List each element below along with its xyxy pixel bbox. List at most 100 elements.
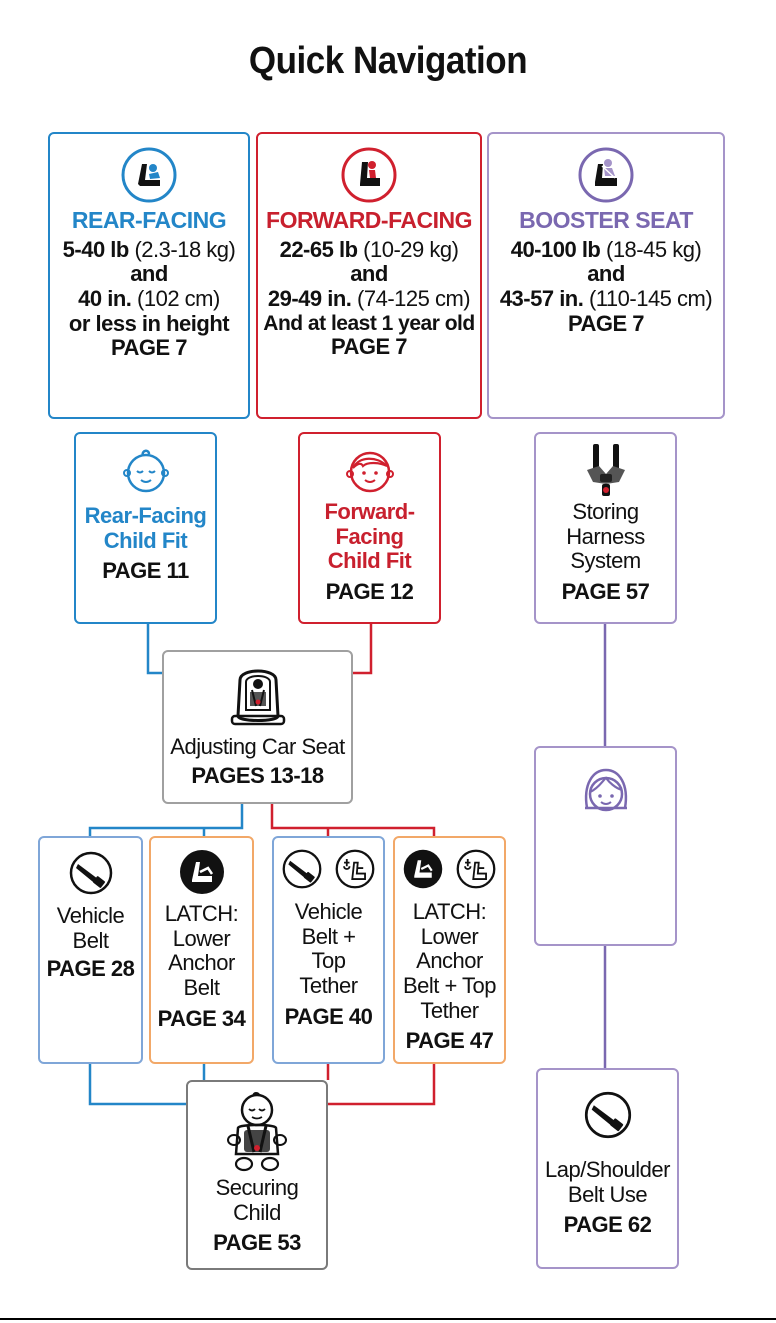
booster-height-main: 43-57 in. <box>499 286 584 311</box>
child-face-icon <box>345 451 394 493</box>
forward-weight-main: 22-65 lb <box>279 236 358 262</box>
forward-and: and <box>350 261 388 287</box>
connector-latch-tether-securing <box>326 1064 436 1106</box>
booster-height-metric: (110-145 cm) <box>588 286 713 311</box>
vehicle-belt-page: PAGE 28 <box>46 956 135 982</box>
booster-page: PAGE 7 <box>567 310 645 336</box>
vehicle-belt-card[interactable]: Vehicle Belt PAGE 28 <box>38 836 143 1064</box>
connector-adjusting-latch-tether <box>270 803 436 836</box>
rear-fit-line2: Child Fit <box>103 527 188 553</box>
lap-shoulder-card[interactable]: Lap/Shoulder Belt Use PAGE 62 <box>536 1068 679 1269</box>
forward-age-note: And at least 1 year old <box>263 311 475 335</box>
vehicle-tether-line1: Vehicle <box>294 899 363 924</box>
booster-seat-icon <box>578 147 634 203</box>
latch-tether-page: PAGE 47 <box>405 1028 494 1054</box>
rear-facing-seat-icon <box>121 147 177 203</box>
rear-weight-metric: (2.3-18 kg) <box>134 236 236 262</box>
forward-fit-page: PAGE 12 <box>325 578 414 604</box>
booster-child-card[interactable] <box>534 746 677 946</box>
harness-icon <box>586 444 625 496</box>
vehicle-tether-line3: Top <box>311 948 346 974</box>
top-tether-icon <box>335 849 375 889</box>
vehicle-tether-line4: Tether <box>299 972 358 998</box>
girl-face-icon <box>584 768 627 812</box>
forward-height-metric: (74-125 cm) <box>357 286 471 311</box>
seat-belt-icon <box>69 851 112 895</box>
forward-facing-title: FORWARD-FACING <box>266 207 472 233</box>
forward-page: PAGE 7 <box>330 334 408 360</box>
bottom-rule <box>0 1318 776 1320</box>
rear-and: and <box>130 261 168 287</box>
storing-harness-card[interactable]: Storing Harness System PAGE 57 <box>534 432 677 624</box>
latch-tether-line4: Belt + Top <box>402 972 497 998</box>
latch-tether-line5: Tether <box>420 997 479 1023</box>
forward-facing-seat-icon <box>341 147 397 203</box>
securing-line1: Securing <box>215 1175 299 1200</box>
car-seat-icon <box>230 669 285 726</box>
booster-seat-title: BOOSTER SEAT <box>519 207 693 233</box>
vehicle-belt-tether-card[interactable]: Vehicle Belt + Top Tether PAGE 40 <box>272 836 385 1064</box>
lap-shoulder-line1: Lap/Shoulder <box>545 1157 670 1182</box>
booster-weight-metric: (18-45 kg) <box>606 236 702 262</box>
adjusting-car-seat-card[interactable]: Adjusting Car Seat PAGES 13-18 <box>162 650 353 804</box>
latch-icon <box>179 850 224 894</box>
storing-line2: Harness <box>566 523 645 549</box>
rear-weight-main: 5-40 lb <box>62 236 130 262</box>
vehicle-belt-line2: Belt <box>72 927 109 953</box>
latch-tether-line2: Lower <box>420 923 479 949</box>
storing-page: PAGE 57 <box>561 578 650 604</box>
rear-fit-card[interactable]: Rear-Facing Child Fit PAGE 11 <box>74 432 217 624</box>
vehicle-belt-line1: Vehicle <box>56 903 125 928</box>
rear-fit-line1: Rear-Facing <box>84 503 207 528</box>
latch-belt-line3: Anchor <box>168 950 235 976</box>
page-title: Quick Navigation <box>248 40 528 82</box>
booster-seat-card[interactable]: BOOSTER SEAT 40-100 lb (18-45 kg) and 43… <box>487 132 725 419</box>
lap-shoulder-page: PAGE 62 <box>563 1212 652 1238</box>
forward-fit-line3: Child Fit <box>327 548 412 574</box>
rear-height-main: 40 in. <box>78 286 132 311</box>
latch-belt-card[interactable]: LATCH: Lower Anchor Belt PAGE 34 <box>149 836 254 1064</box>
forward-fit-line2: Facing <box>335 523 404 549</box>
securing-child-card[interactable]: Securing Child PAGE 53 <box>186 1080 328 1270</box>
rear-facing-card[interactable]: REAR-FACING 5-40 lb (2.3-18 kg) and 40 i… <box>48 132 250 419</box>
baby-in-harness-icon <box>227 1092 287 1172</box>
securing-line2: Child <box>233 1199 281 1225</box>
latch-tether-card[interactable]: LATCH: Lower Anchor Belt + Top Tether PA… <box>393 836 506 1064</box>
lap-shoulder-line2: Belt Use <box>567 1181 648 1207</box>
adjusting-label: Adjusting Car Seat <box>170 734 345 759</box>
adjusting-page: PAGES 13-18 <box>191 763 324 789</box>
baby-face-icon <box>122 449 169 493</box>
latch-icon <box>404 849 443 889</box>
rear-fit-page: PAGE 11 <box>102 558 189 584</box>
latch-belt-line4: Belt <box>183 974 220 1000</box>
forward-weight-metric: (10-29 kg) <box>363 236 459 262</box>
seat-belt-icon <box>584 1091 631 1139</box>
connector-vehicle-belt-securing <box>88 1064 188 1106</box>
vehicle-tether-line2: Belt + <box>301 923 356 949</box>
rear-height-metric: (102 cm) <box>137 286 220 311</box>
seat-belt-icon <box>282 849 322 889</box>
top-tether-icon <box>456 849 496 889</box>
latch-belt-line2: Lower <box>172 925 231 951</box>
connector-forward-fit-adjusting <box>352 624 373 675</box>
booster-and: and <box>587 261 625 287</box>
vehicle-tether-page: PAGE 40 <box>284 1003 373 1029</box>
rear-page: PAGE 7 <box>110 335 188 361</box>
latch-tether-line3: Anchor <box>416 948 483 974</box>
forward-height-main: 29-49 in. <box>267 286 352 311</box>
forward-fit-card[interactable]: Forward- Facing Child Fit PAGE 12 <box>298 432 441 624</box>
latch-belt-line1: LATCH: <box>164 901 239 926</box>
connector-rear-fit-adjusting <box>146 624 164 675</box>
latch-belt-page: PAGE 34 <box>157 1005 246 1031</box>
latch-tether-line1: LATCH: <box>412 899 487 924</box>
rear-facing-title: REAR-FACING <box>71 207 227 233</box>
storing-line1: Storing <box>572 499 639 524</box>
booster-weight-main: 40-100 lb <box>510 236 601 262</box>
forward-facing-card[interactable]: FORWARD-FACING 22-65 lb (10-29 kg) and 2… <box>256 132 482 419</box>
connector-adjusting-vehicle-belt <box>88 803 244 836</box>
forward-fit-line1: Forward- <box>324 499 415 524</box>
rear-height-note: or less in height <box>68 310 230 336</box>
storing-line3: System <box>570 548 641 574</box>
securing-page: PAGE 53 <box>213 1230 301 1256</box>
